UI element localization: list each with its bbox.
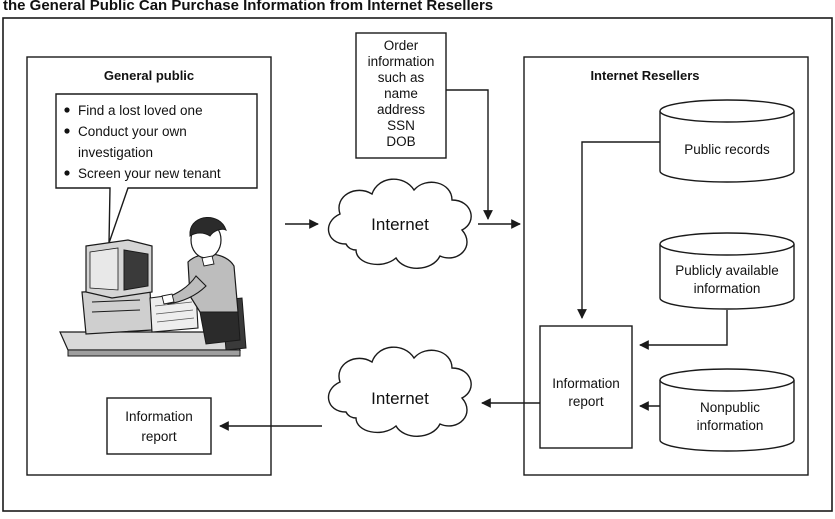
output-information-report-box — [106, 397, 212, 455]
publicly-available-database: Publicly available information — [659, 232, 795, 310]
output-report-line-1: Information — [125, 409, 193, 424]
bullet-text-3: Screen your new tenant — [78, 166, 221, 181]
reseller-report-line-2: report — [568, 394, 604, 409]
publicly-available-label-1: Publicly available — [675, 263, 779, 278]
order-line-7: DOB — [386, 134, 415, 149]
person-at-computer-illustration — [59, 217, 247, 357]
reseller-information-report-box — [539, 325, 633, 449]
nonpublic-label-1: Nonpublic — [700, 400, 760, 415]
bullet-text-2: Conduct your own — [78, 124, 187, 139]
bullet-text-1: Find a lost loved one — [78, 103, 203, 118]
reseller-report-line-1: Information — [552, 376, 620, 391]
public-records-label: Public records — [684, 142, 770, 157]
internet-cloud-bottom: Internet — [328, 346, 472, 437]
bullet-dot-1 — [64, 107, 70, 113]
order-line-6: SSN — [387, 118, 415, 133]
bullet-dot-2 — [64, 128, 70, 134]
order-line-5: address — [377, 102, 425, 117]
arrow-order-info — [446, 89, 493, 220]
bullet-dot-3 — [64, 170, 70, 176]
internet-cloud-top: Internet — [328, 178, 472, 269]
arrow-public-records-to-report — [577, 141, 660, 319]
internet-top-label: Internet — [371, 215, 429, 234]
bullet-text-2b: investigation — [78, 145, 153, 160]
nonpublic-label-2: information — [697, 418, 764, 433]
order-line-1: Order — [384, 38, 419, 53]
output-report-line-2: report — [141, 429, 177, 444]
order-line-2: information — [368, 54, 435, 69]
publicly-available-label-2: information — [694, 281, 761, 296]
order-information-box — [355, 32, 447, 159]
general-public-title: General public — [104, 68, 194, 83]
nonpublic-database: Nonpublic information — [659, 368, 795, 452]
diagram-title: the General Public Can Purchase Informat… — [3, 0, 493, 14]
internet-resellers-title: Internet Resellers — [590, 68, 699, 83]
order-line-3: such as — [378, 70, 425, 85]
speech-bubble — [55, 93, 258, 244]
order-line-4: name — [384, 86, 418, 101]
public-records-database: Public records — [659, 99, 795, 183]
internet-bottom-label: Internet — [371, 389, 429, 408]
arrow-publicly-available-to-report — [639, 310, 728, 350]
